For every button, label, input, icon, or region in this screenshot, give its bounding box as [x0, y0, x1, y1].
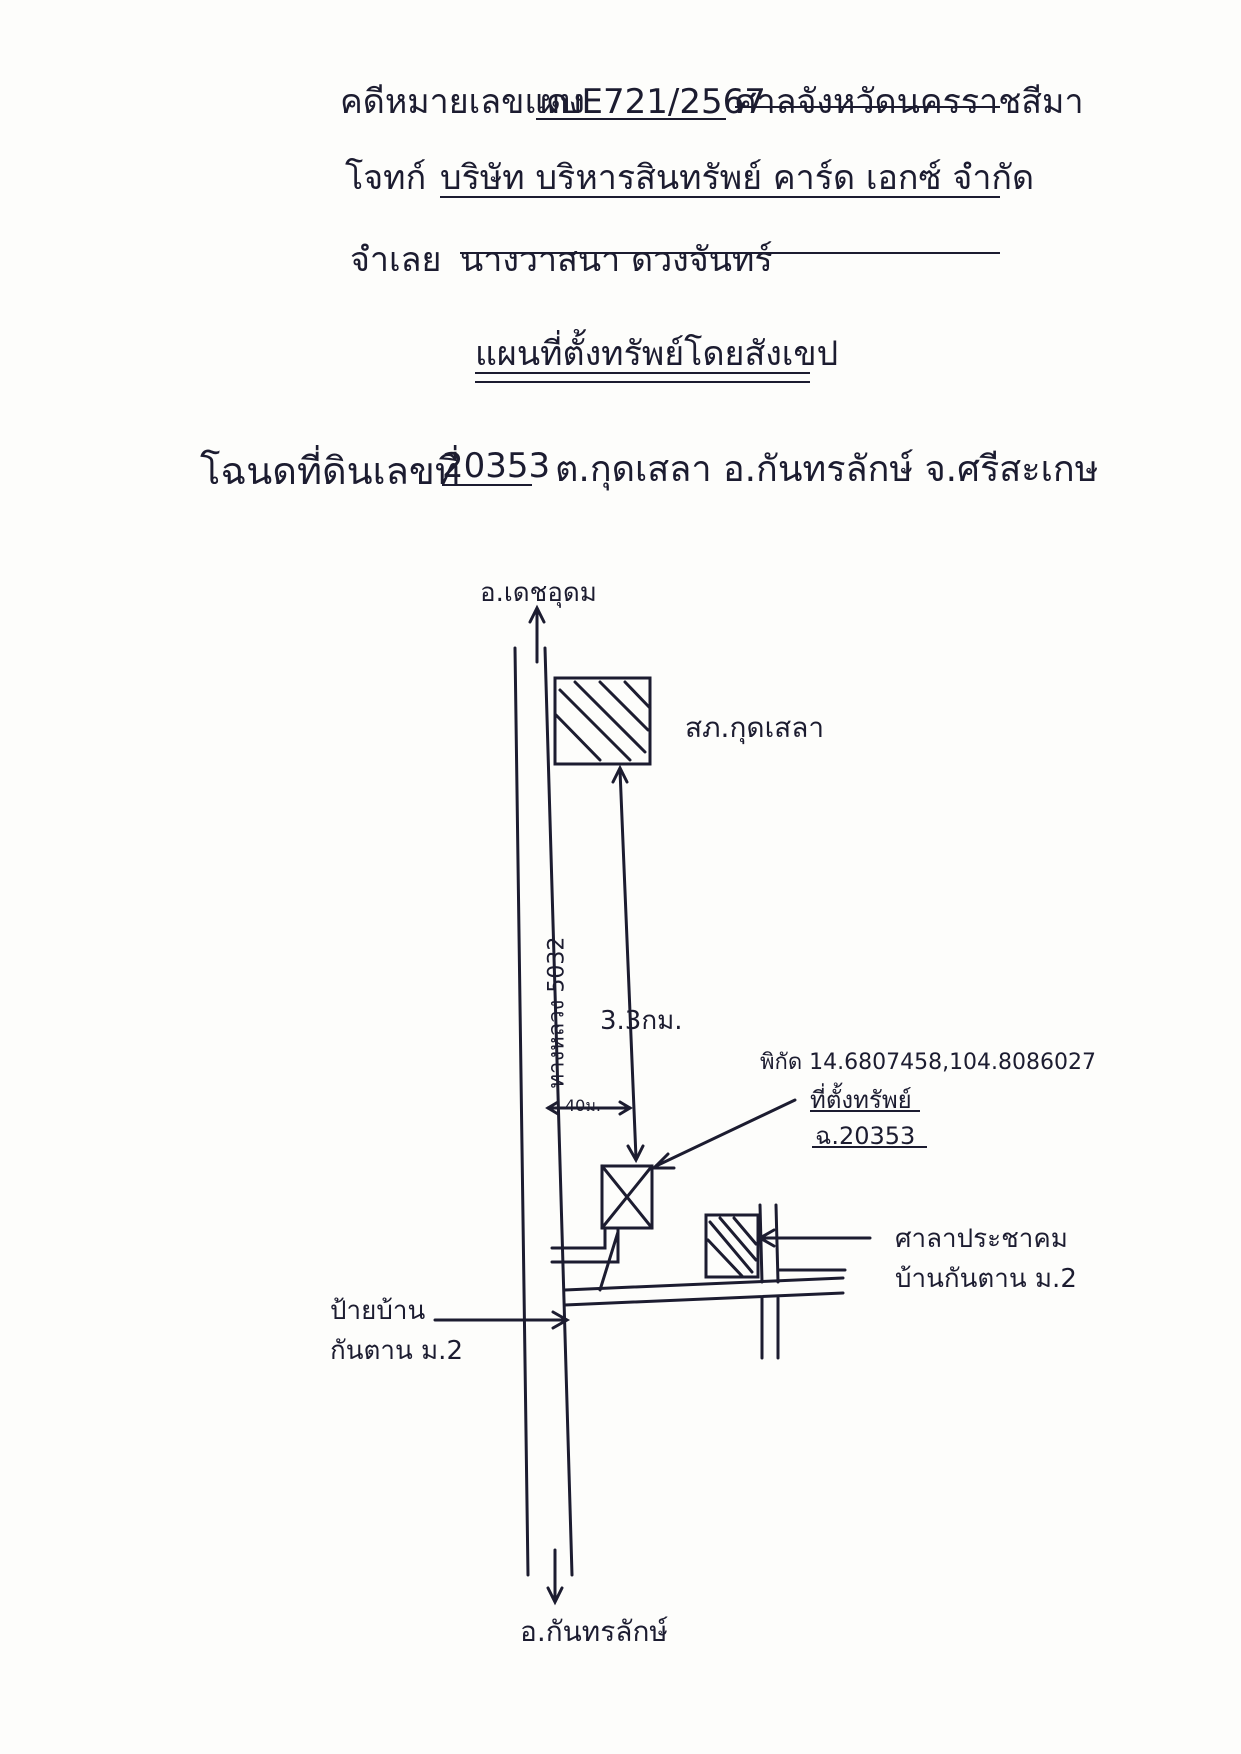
deed-number-underline: [442, 484, 532, 486]
access-lane-top: [550, 1228, 607, 1250]
plaintiff-label: โจทก์: [345, 158, 427, 198]
distance-line: [618, 768, 638, 1160]
highway-left-edge: [513, 646, 530, 1577]
property-label-underline: [810, 1110, 920, 1112]
access-lane-bottom: [550, 1228, 620, 1264]
sign-label-line1: ป้ายบ้าน: [330, 1296, 426, 1326]
south-arrow-head: [546, 1586, 564, 1606]
coord-pointer: [654, 1098, 797, 1168]
ps-hatch-4: [554, 713, 602, 762]
south-destination-label: อ.กันทรลักษ์: [520, 1615, 668, 1648]
police-station-block: [553, 676, 652, 766]
property-deed-underline: [812, 1146, 927, 1148]
defendant-label: จำเลย: [350, 240, 442, 280]
ps-hatch-2: [573, 680, 647, 754]
distance-label: 3.3กม.: [600, 1006, 683, 1036]
hall-pointer-head: [756, 1228, 776, 1248]
deed-location: ต.กุดเสลา อ.กันทรลักษ์ จ.ศรีสะเกษ: [555, 449, 1099, 490]
hall-hatch-4: [732, 1216, 758, 1246]
road-name-label: ทางหลวง 5032: [544, 936, 570, 1089]
parcel-cross-2: [600, 1164, 654, 1230]
sign-label-line2: กันตาน ม.2: [330, 1336, 463, 1366]
property-deed-label: ฉ.20353: [815, 1122, 916, 1150]
highway-right-edge: [543, 646, 574, 1577]
coordinates-label: พิกัด 14.6807458,104.8086027: [760, 1050, 1097, 1075]
lane-slant: [598, 1230, 620, 1292]
hall-label-line2: บ้านกันตาน ม.2: [895, 1264, 1077, 1294]
hall-hatch-2: [718, 1216, 758, 1262]
distance-arrow-bottom: [626, 1144, 645, 1164]
hall-hatch-3: [706, 1238, 744, 1278]
offset-label: 40ม.: [565, 1096, 601, 1115]
plaintiff-name: บริษัท บริหารสินทรัพย์ คาร์ด เอกซ์ จำกัด: [440, 158, 1035, 198]
page-title: แผนที่ตั้งทรัพย์โดยสังเขป: [475, 334, 839, 374]
coord-pointer-head: [650, 1152, 676, 1170]
defendant-underline: [460, 252, 1000, 254]
property-label: ที่ตั้งทรัพย์: [810, 1086, 912, 1114]
north-destination-label: อ.เดชอุดม: [480, 578, 597, 608]
cross-road-left-upper: [758, 1203, 764, 1284]
offset-arrow-right: [618, 1100, 633, 1116]
hall-label-line1: ศาลาประชาคม: [895, 1224, 1068, 1254]
ps-hatch-1: [558, 688, 632, 762]
title-underline-2: [475, 381, 810, 383]
hall-hatch-1: [708, 1220, 754, 1274]
ps-hatch-3: [598, 680, 650, 732]
case-number-underline: [536, 118, 726, 120]
plaintiff-underline: [440, 196, 1000, 198]
distance-arrow-top: [611, 764, 629, 784]
side-road-bottom: [563, 1291, 845, 1307]
defendant-name: นางวาสนา ดวงจันทร์: [460, 240, 773, 280]
title-underline-1: [475, 372, 810, 374]
sign-pointer-head: [551, 1310, 571, 1330]
north-arrow-head: [528, 604, 546, 624]
ps-hatch-5: [623, 680, 652, 710]
offset-arrow-left: [545, 1100, 560, 1116]
deed-prefix: โฉนดที่ดินเลขที่: [200, 449, 460, 493]
case-number: ผบE721/2567: [540, 82, 766, 122]
court-name: ศาลจังหวัดนครราชสีมา: [735, 82, 1084, 122]
community-hall-block: [704, 1213, 760, 1279]
property-parcel: [600, 1164, 654, 1230]
deed-number: 20353: [442, 446, 551, 486]
police-station-label: สภ.กุดเสลา: [685, 711, 825, 744]
case-label: คดีหมายเลขแดง: [340, 82, 585, 122]
court-underline: [735, 106, 1000, 108]
side-road-top: [563, 1276, 845, 1292]
